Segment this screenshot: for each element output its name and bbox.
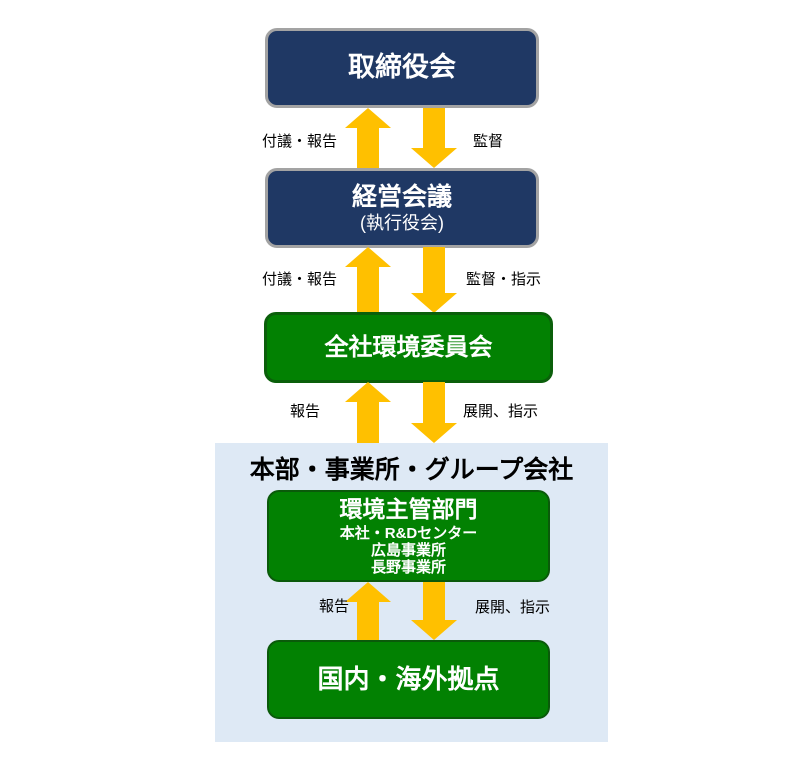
arrow-label-deploy-instruct-2: 展開、指示	[475, 599, 551, 616]
arrow-up-head	[345, 382, 391, 402]
node-board-of-directors: 取締役会	[265, 28, 539, 108]
arrow-down-icon	[411, 247, 457, 313]
arrow-up-head	[345, 108, 391, 128]
board-label: 取締役会	[348, 52, 456, 83]
arrow-down-shaft	[423, 582, 445, 620]
group-companies-panel-title: 本部・事業所・グループ会社	[249, 456, 574, 484]
arrow-label-supervise: 監督	[473, 133, 504, 150]
arrow-up-head	[345, 247, 391, 267]
arrow-down-icon	[411, 382, 457, 443]
arrow-down-shaft	[423, 247, 445, 293]
arrow-down-icon	[411, 108, 457, 168]
arrow-down-icon	[411, 582, 457, 640]
arrow-down-shaft	[423, 382, 445, 423]
node-environment-committee: 全社環境委員会	[264, 312, 553, 383]
node-env-supervising-dept: 環境主管部門 本社・R&Dセンター 広島事業所 長野事業所	[267, 490, 550, 582]
node-management-meeting: 経営会議 (執行役会)	[265, 168, 539, 248]
sites-label: 国内・海外拠点	[317, 663, 500, 694]
env-dept-site-nagano: 長野事業所	[370, 558, 446, 576]
arrow-down-head	[411, 423, 457, 443]
arrow-up-icon	[345, 108, 391, 168]
env-dept-site-hiroshima: 広島事業所	[370, 541, 446, 559]
arrow-up-icon	[345, 582, 391, 640]
arrow-up-shaft	[357, 602, 379, 640]
arrow-up-shaft	[357, 402, 379, 443]
arrow-down-shaft	[423, 108, 445, 148]
arrow-up-shaft	[357, 267, 379, 313]
arrow-up-shaft	[357, 128, 379, 168]
arrow-up-head	[345, 582, 391, 602]
management-sublabel: (執行役会)	[360, 212, 444, 233]
arrow-label-report-1: 報告	[289, 403, 320, 420]
management-label: 経営会議	[351, 182, 452, 211]
arrow-label-deploy-instruct-1: 展開、指示	[463, 403, 539, 420]
arrow-label-submit-report-2: 付議・報告	[261, 271, 337, 288]
arrow-label-submit-report-1: 付議・報告	[261, 133, 337, 150]
env-dept-label: 環境主管部門	[339, 496, 478, 523]
node-domestic-overseas-sites: 国内・海外拠点	[267, 640, 550, 719]
committee-label: 全社環境委員会	[324, 333, 493, 361]
arrow-up-icon	[345, 382, 391, 443]
arrow-up-icon	[345, 247, 391, 313]
arrow-label-supervise-instruct: 監督・指示	[466, 271, 542, 288]
arrow-label-report-2: 報告	[318, 598, 349, 615]
env-dept-site-hq: 本社・R&Dセンター	[339, 524, 478, 542]
arrow-down-head	[411, 148, 457, 168]
arrow-down-head	[411, 293, 457, 313]
arrow-down-head	[411, 620, 457, 640]
